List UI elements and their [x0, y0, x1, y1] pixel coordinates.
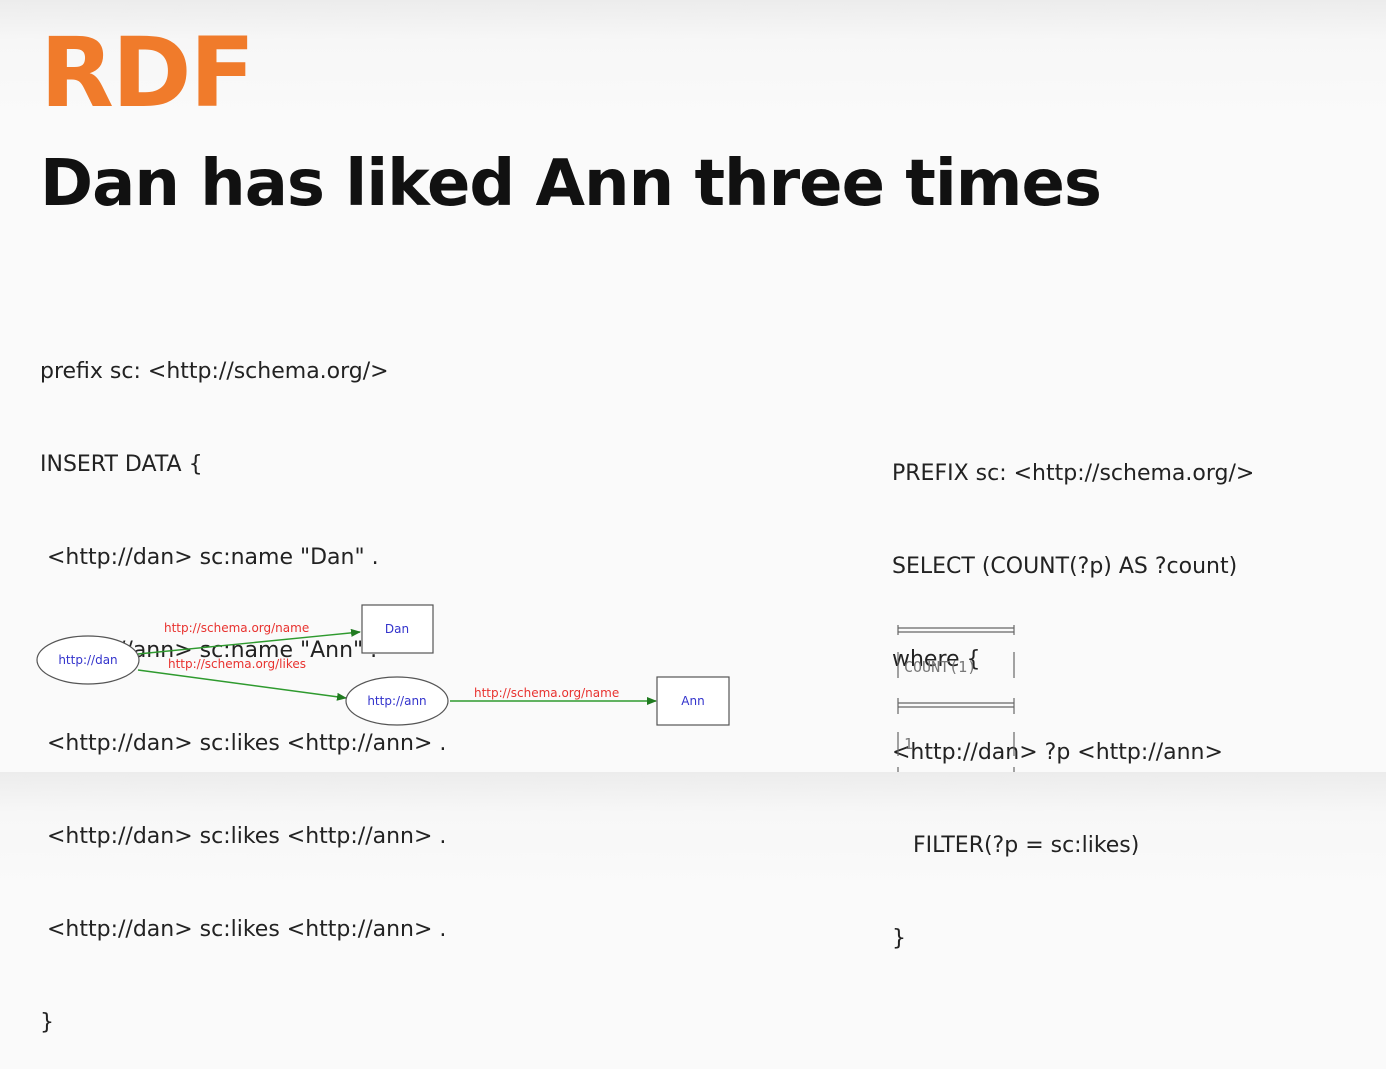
node-ann-uri [345, 676, 449, 726]
edge-label: http://schema.org/likes [168, 657, 306, 671]
code-line: <http://dan> sc:likes <http://ann> . [40, 731, 447, 756]
edge-label: http://schema.org/name [474, 686, 619, 700]
edge-dan-likes [137, 669, 347, 701]
query-result-table: COUNT(1) 1 [897, 625, 1015, 772]
code-line: prefix sc: <http://schema.org/> [40, 359, 389, 384]
node-label: Ann [681, 694, 704, 708]
node-label: http://ann [367, 694, 426, 708]
node-label: http://dan [58, 653, 117, 667]
node-ann-literal [656, 676, 730, 726]
code-line: where { [892, 647, 981, 672]
node-label: Dan [385, 622, 409, 636]
code-line: } [892, 926, 906, 951]
code-line: } [40, 1010, 54, 1035]
slide-title: Dan has liked Ann three times [40, 147, 1102, 221]
edge-label: http://schema.org/name [164, 621, 309, 635]
code-line: <http://dan> sc:name "Dan" . [40, 545, 379, 570]
code-line: SELECT (COUNT(?p) AS ?count) [892, 554, 1238, 579]
result-value: 1 [904, 735, 913, 753]
code-line: <http://dan> ?p <http://ann> [892, 740, 1223, 765]
code-line: PREFIX sc: <http://schema.org/> [892, 461, 1255, 486]
section-title: RDF [40, 17, 255, 129]
edge-dan-name [137, 628, 361, 655]
node-dan-literal [361, 604, 434, 654]
code-line: INSERT DATA { [40, 452, 203, 477]
code-line: <http://dan> sc:likes <http://ann> . [40, 917, 447, 942]
code-line: <http://dan> sc:likes <http://ann> . [40, 824, 447, 849]
node-dan-uri [36, 635, 140, 685]
code-line: FILTER(?p = sc:likes) [892, 833, 1140, 858]
result-header: COUNT(1) [904, 658, 976, 676]
rdf-graph-diagram: http://schema.org/name http://schema.org… [36, 604, 730, 726]
